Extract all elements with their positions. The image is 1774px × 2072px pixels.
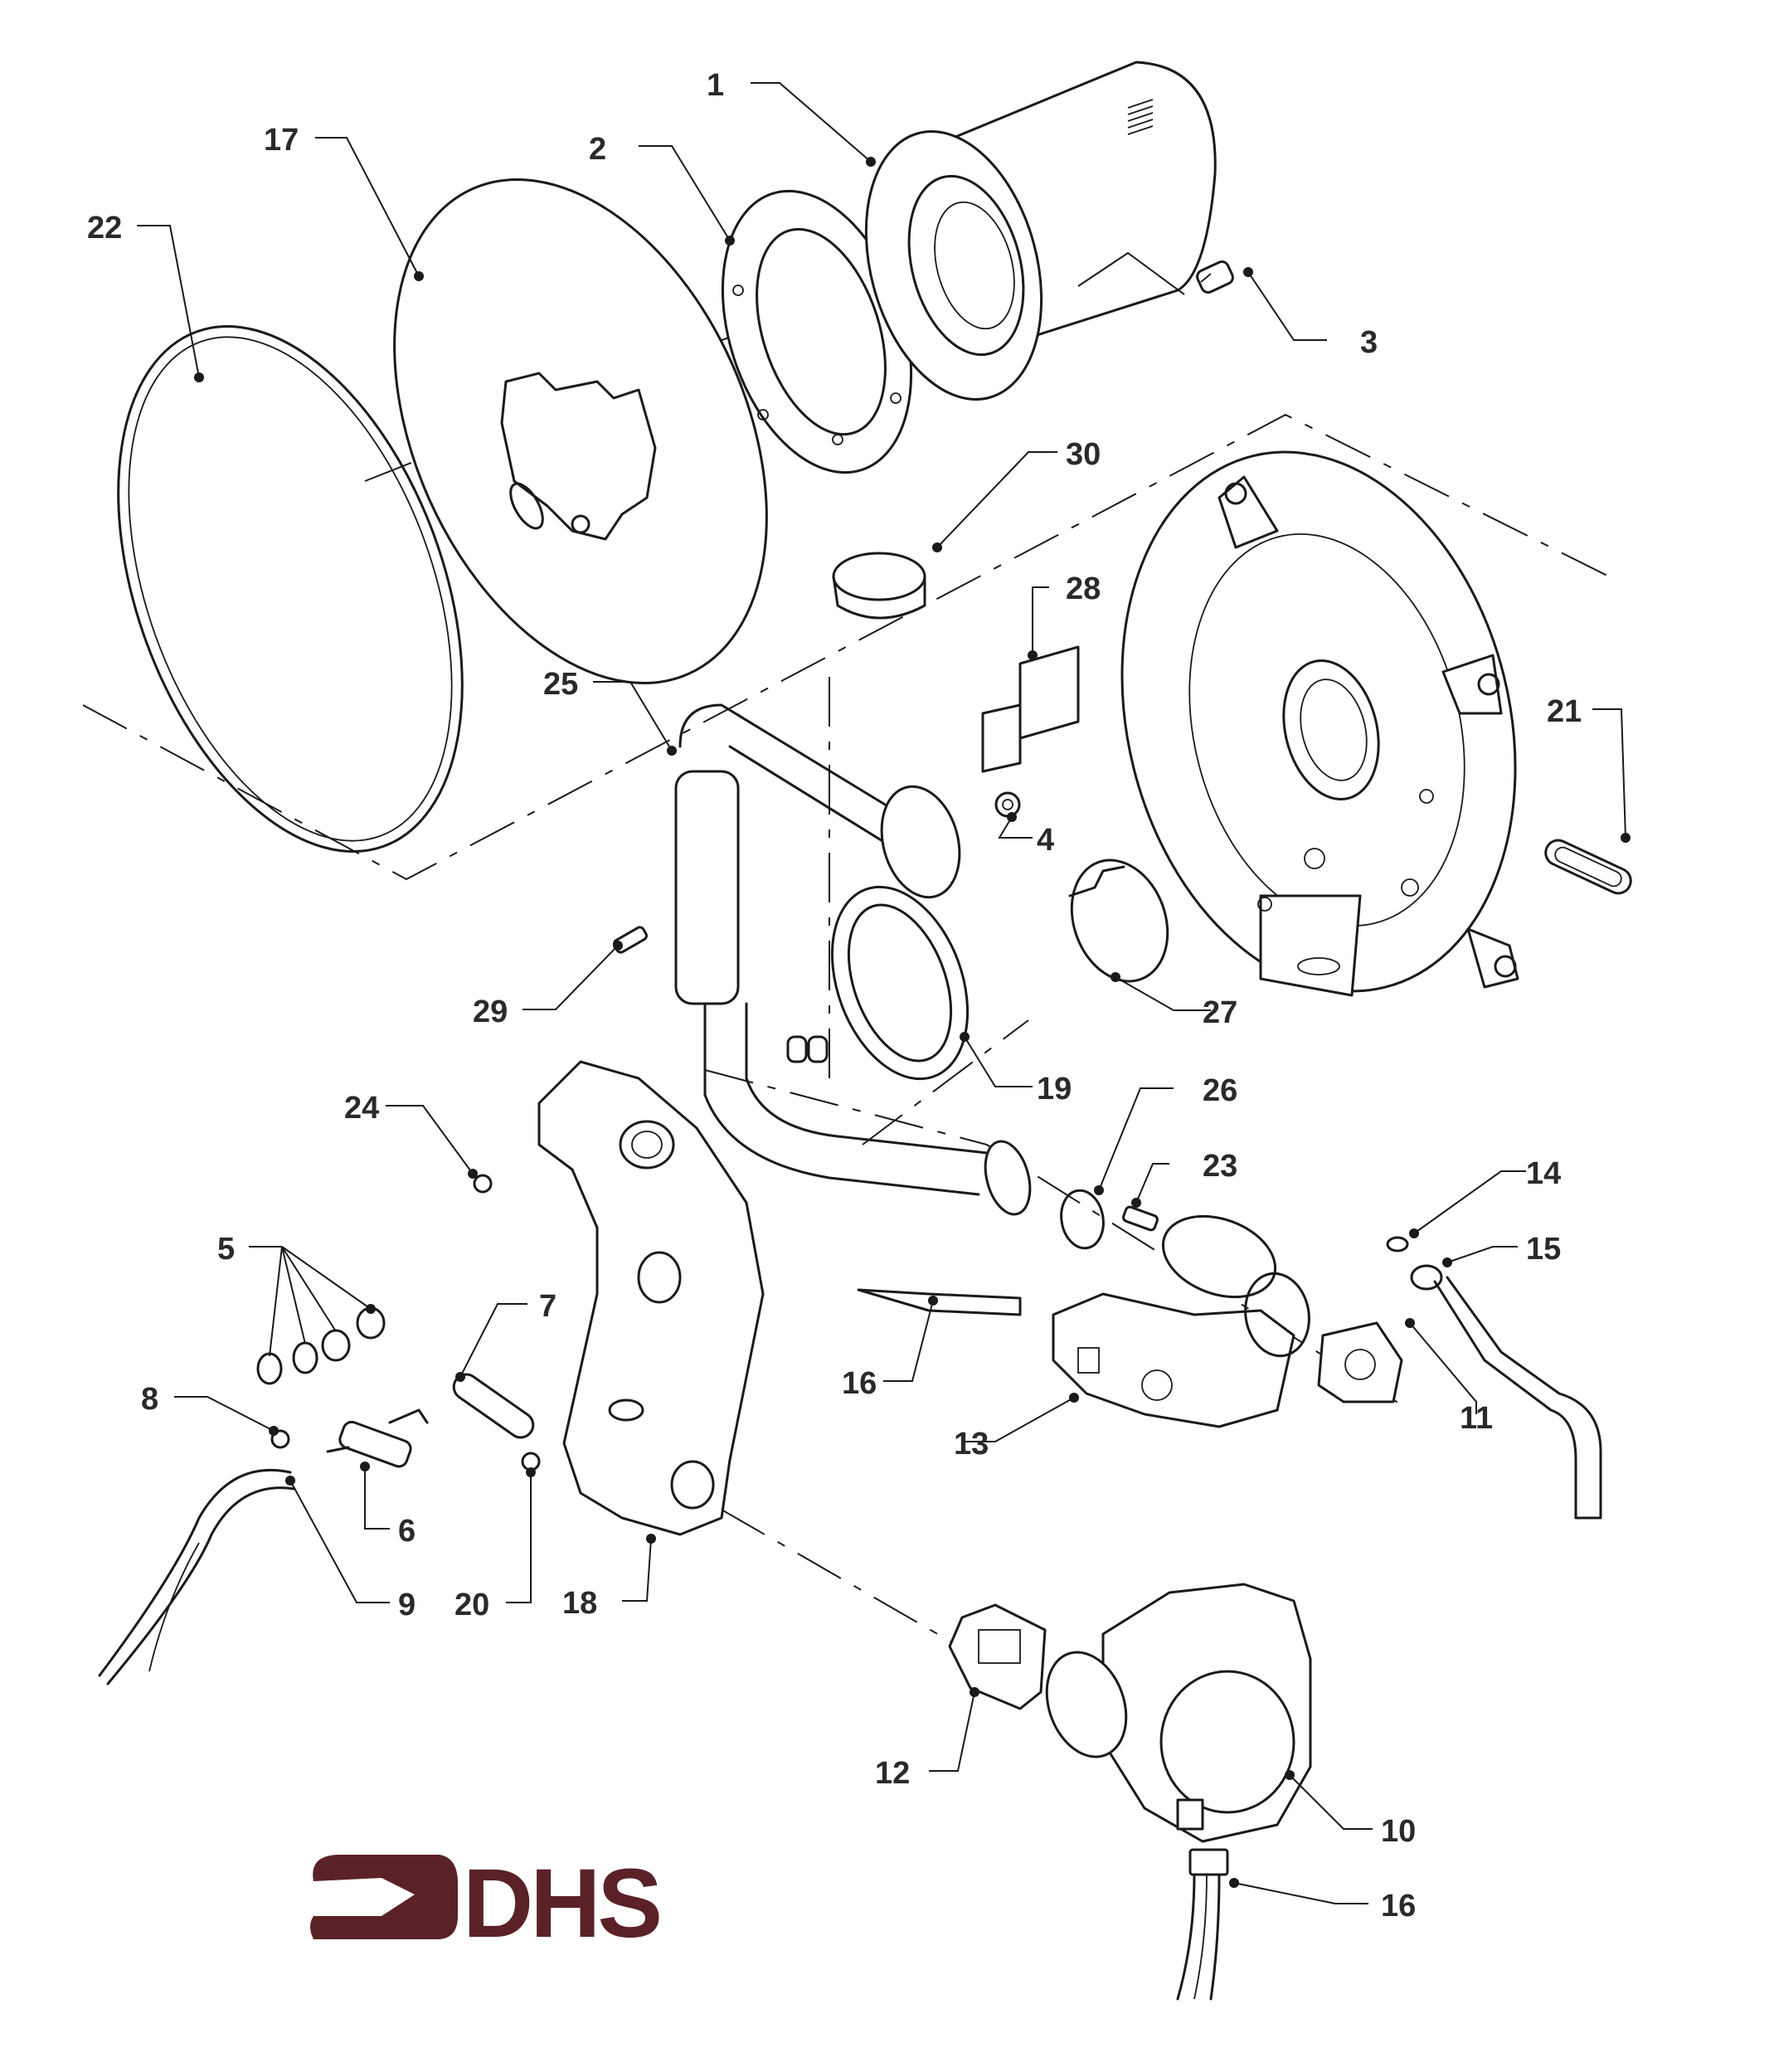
callout-17[interactable]: 17 — [264, 123, 299, 158]
callout-24[interactable]: 24 — [344, 1091, 379, 1126]
callout-26[interactable]: 26 — [1203, 1073, 1237, 1108]
callout-4[interactable]: 4 — [1037, 823, 1054, 858]
callout-8[interactable]: 8 — [141, 1382, 158, 1417]
callout-9[interactable]: 9 — [398, 1588, 416, 1622]
callout-30[interactable]: 30 — [1066, 437, 1101, 472]
part-1-burner-tube[interactable] — [838, 61, 1217, 419]
part-6-ignition-electrode[interactable] — [326, 1408, 429, 1469]
dhs-logo-bracket-arrow-icon — [310, 1855, 458, 1939]
callout-28[interactable]: 28 — [1066, 572, 1101, 606]
part-27-retaining-ring[interactable] — [1056, 847, 1184, 995]
callout-22[interactable]: 22 — [87, 211, 122, 246]
part-9-ignition-lead[interactable] — [98, 1468, 296, 1685]
part-12-fan-bracket[interactable] — [948, 1603, 1047, 1710]
callout-29[interactable]: 29 — [473, 995, 508, 1029]
callout-25[interactable]: 25 — [543, 667, 578, 702]
part-25-gas-pipe[interactable] — [674, 703, 1038, 1219]
callout-12[interactable]: 12 — [875, 1756, 910, 1791]
leader-lines — [137, 82, 1631, 1904]
part-17-insulation-disc[interactable] — [321, 121, 840, 741]
callout-13[interactable]: 13 — [954, 1427, 989, 1462]
callout-16-harness[interactable]: 16 — [1381, 1889, 1416, 1924]
part-28-bracket[interactable] — [981, 645, 1080, 773]
part-23-screw[interactable] — [1122, 1205, 1159, 1232]
callout-labels: 1 2 3 4 5 6 7 8 9 10 11 12 13 14 15 16 1… — [87, 68, 1582, 1924]
part-11-gasket[interactable] — [1317, 1321, 1403, 1403]
part-13-gas-valve[interactable] — [1052, 1202, 1315, 1428]
dhs-logo-text: DHS — [463, 1849, 659, 1958]
callout-16-probe[interactable]: 16 — [842, 1366, 877, 1401]
callout-15[interactable]: 15 — [1526, 1232, 1561, 1267]
callout-6[interactable]: 6 — [398, 1514, 416, 1549]
dhs-logo: DHS — [310, 1849, 663, 1958]
callout-11[interactable]: 11 — [1460, 1401, 1493, 1436]
part-16-fan-harness[interactable] — [1176, 1848, 1229, 2001]
part-30-cap[interactable] — [832, 552, 926, 620]
part-22-seal-ring[interactable] — [52, 280, 527, 899]
callout-23[interactable]: 23 — [1203, 1149, 1237, 1184]
part-5-washer-set[interactable] — [256, 1306, 386, 1385]
callout-3[interactable]: 3 — [1360, 325, 1378, 360]
part-18-venturi-body[interactable] — [537, 1060, 765, 1536]
part-24-screw[interactable] — [473, 1174, 493, 1194]
part-3-screw[interactable] — [1195, 260, 1235, 294]
part-14-washer[interactable] — [1386, 1236, 1409, 1252]
callout-10[interactable]: 10 — [1381, 1814, 1416, 1849]
callout-7[interactable]: 7 — [539, 1289, 557, 1324]
burner-door-backplate[interactable] — [1067, 410, 1570, 1034]
callout-20[interactable]: 20 — [454, 1588, 489, 1622]
part-19-gasket[interactable] — [807, 868, 992, 1098]
callout-1[interactable]: 1 — [707, 68, 724, 103]
callout-18[interactable]: 18 — [562, 1586, 597, 1621]
part-10-combustion-fan[interactable] — [1033, 1583, 1312, 1843]
callout-27[interactable]: 27 — [1203, 995, 1237, 1030]
callout-19[interactable]: 19 — [1037, 1072, 1072, 1107]
part-15-nut-and-pipe[interactable] — [1410, 1264, 1602, 1520]
callout-21[interactable]: 21 — [1547, 694, 1582, 729]
part-16-probe[interactable] — [857, 1288, 1022, 1316]
part-7-gasket[interactable] — [449, 1369, 537, 1442]
part-4-nut[interactable] — [994, 791, 1021, 818]
callout-2[interactable]: 2 — [589, 132, 606, 167]
callout-14[interactable]: 14 — [1526, 1156, 1561, 1191]
callout-5[interactable]: 5 — [217, 1232, 235, 1267]
part-21-grommet[interactable] — [1542, 836, 1635, 897]
rating-label-hatch-icon — [1127, 99, 1154, 135]
part-2-gasket[interactable] — [689, 167, 945, 497]
part-26-o-ring[interactable] — [1057, 1187, 1107, 1252]
